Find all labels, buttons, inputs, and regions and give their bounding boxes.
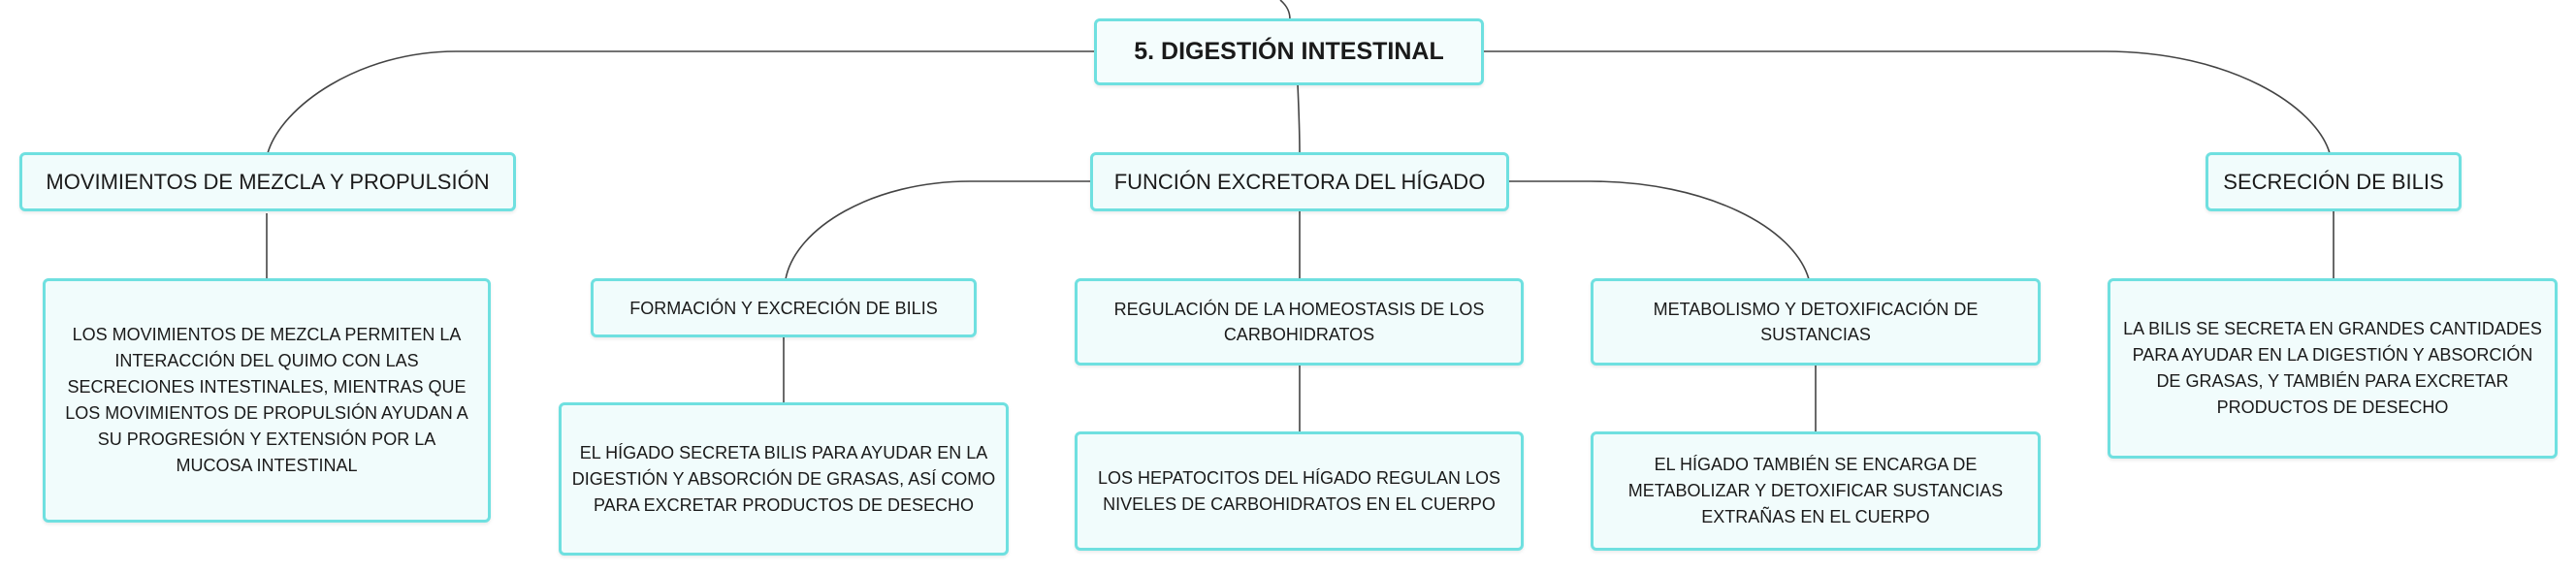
formacion-node[interactable]: FORMACIÓN Y EXCRECIÓN DE BILIS [591, 278, 977, 337]
connector-root-top [1279, 0, 1291, 20]
bilis-detail-node[interactable]: LA BILIS SE SECRETA EN GRANDES CANTIDADE… [2108, 278, 2558, 459]
connector-higado-formacion [785, 180, 1092, 280]
regulacion-detail-text: LOS HEPATOCITOS DEL HÍGADO REGULAN LOS N… [1097, 467, 1501, 514]
root-node[interactable]: 5. DIGESTIÓN INTESTINAL [1094, 18, 1484, 85]
formacion-label: FORMACIÓN Y EXCRECIÓN DE BILIS [629, 298, 938, 318]
root-label: 5. DIGESTIÓN INTESTINAL [1134, 38, 1444, 65]
connector-root-mezcla [267, 50, 1094, 154]
regulacion-label: REGULACIÓN DE LA HOMEOSTASIS DE LOS CARB… [1113, 300, 1485, 344]
branch-mezcla-node[interactable]: MOVIMIENTOS DE MEZCLA Y PROPULSIÓN [19, 152, 516, 211]
connector-root-bilis [1482, 50, 2331, 154]
branch-bilis-label: SECRECIÓN DE BILIS [2223, 169, 2444, 194]
connector-root-higado [1297, 83, 1301, 154]
bilis-detail-text: LA BILIS SE SECRETA EN GRANDES CANTIDADE… [2123, 319, 2542, 417]
regulacion-detail-node[interactable]: LOS HEPATOCITOS DEL HÍGADO REGULAN LOS N… [1075, 431, 1524, 551]
formacion-detail-node[interactable]: EL HÍGADO SECRETA BILIS PARA AYUDAR EN L… [559, 402, 1009, 556]
metabolismo-label: METABOLISMO Y DETOXIFICACIÓN DE SUSTANCI… [1653, 300, 1979, 344]
metabolismo-detail-node[interactable]: EL HÍGADO TAMBIÉN SE ENCARGA DE METABOLI… [1591, 431, 2041, 551]
branch-higado-node[interactable]: FUNCIÓN EXCRETORA DEL HÍGADO [1090, 152, 1509, 211]
metabolismo-detail-text: EL HÍGADO TAMBIÉN SE ENCARGA DE METABOLI… [1627, 455, 2004, 526]
branch-mezcla-label: MOVIMIENTOS DE MEZCLA Y PROPULSIÓN [46, 169, 490, 194]
mezcla-detail-node[interactable]: LOS MOVIMIENTOS DE MEZCLA PERMITEN LA IN… [43, 278, 491, 523]
branch-higado-label: FUNCIÓN EXCRETORA DEL HÍGADO [1113, 169, 1486, 194]
metabolismo-node[interactable]: METABOLISMO Y DETOXIFICACIÓN DE SUSTANCI… [1591, 278, 2041, 366]
mezcla-detail-text: LOS MOVIMIENTOS DE MEZCLA PERMITEN LA IN… [65, 325, 468, 475]
regulacion-node[interactable]: REGULACIÓN DE LA HOMEOSTASIS DE LOS CARB… [1075, 278, 1524, 366]
branch-bilis-node[interactable]: SECRECIÓN DE BILIS [2206, 152, 2462, 211]
connector-higado-metabolismo [1507, 180, 1810, 280]
formacion-detail-text: EL HÍGADO SECRETA BILIS PARA AYUDAR EN L… [571, 442, 996, 515]
